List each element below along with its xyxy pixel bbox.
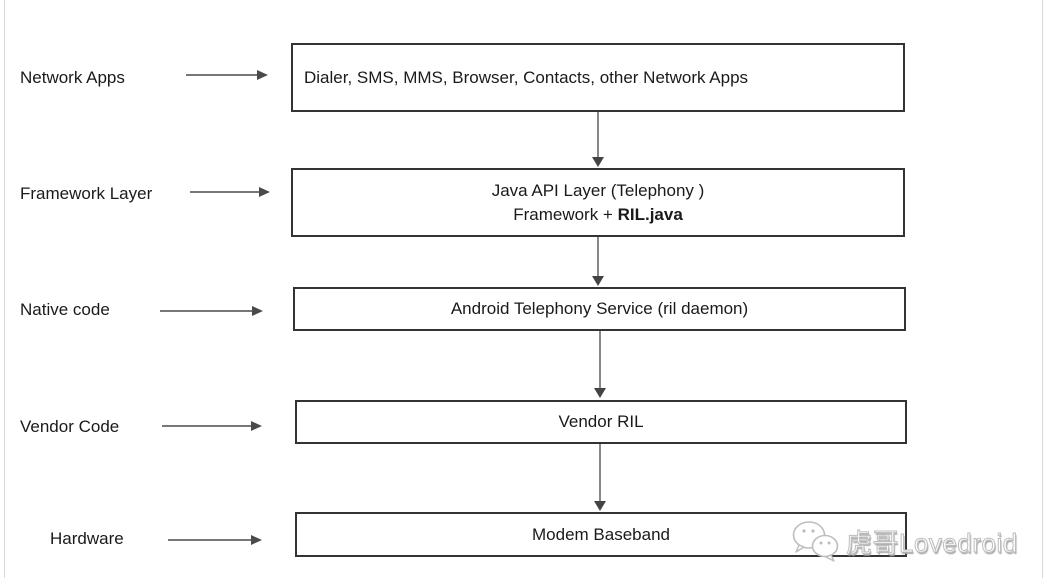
connector-shaft xyxy=(597,112,599,157)
arrow-head-icon xyxy=(251,535,262,545)
connector-shaft xyxy=(597,237,599,276)
arrow-shaft xyxy=(168,539,251,541)
arrow-shaft xyxy=(190,191,259,193)
page-edge-right xyxy=(1042,0,1043,578)
right-arrow-native-code xyxy=(160,306,263,316)
box-java-api-line1: Java API Layer (Telephony ) xyxy=(491,180,705,200)
down-arrow-head-icon xyxy=(592,276,604,286)
right-arrow-framework-layer xyxy=(190,187,270,197)
box-android-telephony-service: Android Telephony Service (ril daemon) xyxy=(293,287,906,331)
arrow-head-icon xyxy=(259,187,270,197)
box-java-api-line2-ril-java: RIL.java xyxy=(617,204,683,224)
box-vendor-ril: Vendor RIL xyxy=(295,400,907,444)
connector-shaft xyxy=(599,444,601,501)
connector-shaft xyxy=(599,331,601,388)
arrow-shaft xyxy=(160,310,252,312)
box-java-api-line2: Framework + RIL.java xyxy=(513,203,683,227)
down-arrow-head-icon xyxy=(594,388,606,398)
down-arrow-connector-3 xyxy=(594,331,606,398)
arrow-head-icon xyxy=(251,421,262,431)
box-network-apps: Dialer, SMS, MMS, Browser, Contacts, oth… xyxy=(291,43,905,112)
layer-label-framework-layer: Framework Layer xyxy=(20,184,153,203)
arrow-head-icon xyxy=(252,306,263,316)
down-arrow-connector-1 xyxy=(592,112,604,167)
layer-label-vendor-code: Vendor Code xyxy=(20,417,120,436)
down-arrow-head-icon xyxy=(592,157,604,167)
right-arrow-vendor-code xyxy=(162,421,262,431)
layer-label-hardware: Hardware xyxy=(50,529,124,548)
box-modem-baseband-text: Modem Baseband xyxy=(532,524,670,544)
right-arrow-hardware xyxy=(168,535,262,545)
down-arrow-connector-2 xyxy=(592,237,604,286)
layer-label-network-apps: Network Apps xyxy=(20,68,125,87)
down-arrow-head-icon xyxy=(594,501,606,511)
arrow-shaft xyxy=(162,425,251,427)
arrow-head-icon xyxy=(257,70,268,80)
box-java-api-line2-prefix: Framework + xyxy=(513,204,618,224)
arrow-shaft xyxy=(186,74,257,76)
down-arrow-connector-4 xyxy=(594,444,606,511)
box-android-telephony-service-text: Android Telephony Service (ril daemon) xyxy=(450,299,749,318)
right-arrow-network-apps xyxy=(186,70,268,80)
box-vendor-ril-text: Vendor RIL xyxy=(558,412,644,431)
box-network-apps-text: Dialer, SMS, MMS, Browser, Contacts, oth… xyxy=(304,67,749,87)
page-edge-left xyxy=(4,0,5,578)
layer-label-native-code: Native code xyxy=(20,300,110,319)
box-java-api-layer: Java API Layer (Telephony ) Framework + … xyxy=(291,168,905,237)
box-modem-baseband: Modem Baseband xyxy=(295,512,907,557)
